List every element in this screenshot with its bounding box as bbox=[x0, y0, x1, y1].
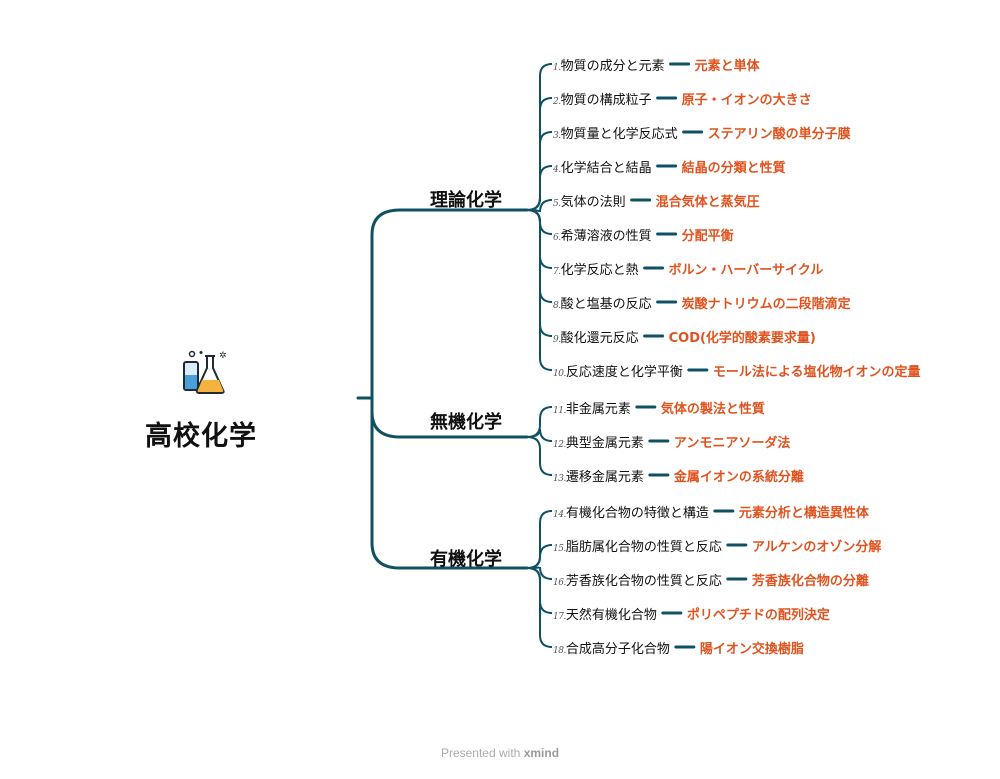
topic-item[interactable]: 7.化学反応と熱 bbox=[553, 259, 639, 278]
footer: Presented with xmind bbox=[0, 746, 1000, 760]
topic-label: 気体の法則 bbox=[560, 195, 626, 210]
topic-item[interactable]: 4.化学結合と結晶 bbox=[553, 157, 652, 176]
topic-item[interactable]: 18.合成高分子化合物 bbox=[553, 638, 670, 657]
subtopic-detail[interactable]: 元素と単体 bbox=[694, 59, 760, 74]
topic-number: 8. bbox=[553, 301, 561, 311]
subtopic-detail[interactable]: アンモニアソーダ法 bbox=[673, 436, 791, 451]
topic-item[interactable]: 14.有機化合物の特徴と構造 bbox=[553, 502, 709, 521]
topic-number: 14. bbox=[553, 510, 566, 520]
branch-topic-2[interactable]: 無機化学 bbox=[430, 412, 502, 433]
subtopic-detail[interactable]: COD(化学的酸素要求量) bbox=[668, 331, 816, 346]
topic-number: 6. bbox=[553, 233, 561, 243]
topic-item[interactable]: 16.芳香族化合物の性質と反応 bbox=[553, 570, 722, 589]
root-topic-title[interactable]: 高校化学 bbox=[145, 421, 257, 452]
topic-number: 10. bbox=[553, 369, 566, 379]
branch-topic-1[interactable]: 理論化学 bbox=[430, 190, 502, 211]
footer-brand: xmind bbox=[523, 746, 560, 760]
topic-item[interactable]: 1.物質の成分と元素 bbox=[553, 55, 665, 74]
topic-label: 化学反応と熱 bbox=[560, 263, 639, 278]
subtopic-detail[interactable]: 混合気体と蒸気圧 bbox=[655, 195, 760, 210]
topic-label: 物質の成分と元素 bbox=[560, 59, 665, 74]
subtopic-detail[interactable]: 気体の製法と性質 bbox=[660, 402, 765, 417]
topic-label: 物質量と化学反応式 bbox=[560, 127, 678, 142]
subtopic-detail[interactable]: 金属イオンの系統分離 bbox=[673, 470, 804, 485]
topic-item[interactable]: 15.脂肪属化合物の性質と反応 bbox=[553, 536, 722, 555]
topic-label: 反応速度と化学平衡 bbox=[565, 365, 683, 380]
topic-number: 15. bbox=[553, 544, 566, 554]
topic-number: 18. bbox=[553, 646, 566, 656]
subtopic-detail[interactable]: 元素分析と構造異性体 bbox=[738, 506, 869, 521]
subtopic-detail[interactable]: 芳香族化合物の分離 bbox=[751, 574, 869, 589]
topic-item[interactable]: 8.酸と塩基の反応 bbox=[553, 293, 652, 312]
flask-beaker-icon: ✲ bbox=[181, 350, 227, 400]
topic-connector bbox=[526, 436, 553, 476]
topic-label: 天然有機化合物 bbox=[565, 608, 657, 623]
topic-number: 1. bbox=[553, 63, 561, 73]
topic-connector bbox=[526, 209, 553, 371]
topic-label: 物質の構成粒子 bbox=[560, 93, 652, 108]
svg-text:✲: ✲ bbox=[219, 351, 227, 361]
topic-item[interactable]: 5.気体の法則 bbox=[553, 191, 626, 210]
topic-connector bbox=[526, 566, 553, 580]
topic-item[interactable]: 3.物質量と化学反応式 bbox=[553, 123, 678, 142]
topic-number: 9. bbox=[553, 335, 561, 345]
topic-number: 11. bbox=[553, 406, 566, 416]
subtopic-detail[interactable]: 炭酸ナトリウムの二段階滴定 bbox=[681, 297, 851, 312]
topic-label: 有機化合物の特徴と構造 bbox=[565, 506, 709, 521]
topic-number: 16. bbox=[553, 578, 566, 588]
topic-label: 化学結合と結晶 bbox=[560, 161, 652, 176]
topic-item[interactable]: 9.酸化還元反応 bbox=[553, 327, 639, 346]
topic-number: 4. bbox=[553, 165, 561, 175]
branch-topic-3[interactable]: 有機化学 bbox=[430, 549, 502, 570]
topic-number: 13. bbox=[553, 474, 566, 484]
subtopic-detail[interactable]: モール法による塩化物イオンの定量 bbox=[712, 365, 921, 380]
topic-label: 非金属元素 bbox=[565, 402, 631, 417]
subtopic-detail[interactable]: アルケンのオゾン分解 bbox=[751, 540, 882, 555]
branch-connector bbox=[370, 208, 529, 400]
topic-label: 遷移金属元素 bbox=[565, 470, 644, 485]
topic-number: 12. bbox=[553, 440, 566, 450]
topic-item[interactable]: 10.反応速度と化学平衡 bbox=[553, 361, 683, 380]
topic-item[interactable]: 11.非金属元素 bbox=[553, 398, 631, 417]
topic-label: 芳香族化合物の性質と反応 bbox=[565, 574, 722, 589]
topic-label: 酸化還元反応 bbox=[560, 331, 639, 346]
subtopic-detail[interactable]: 結晶の分類と性質 bbox=[681, 161, 786, 176]
subtopic-detail[interactable]: ボルン・ハーバーサイクル bbox=[668, 263, 824, 278]
branch-connector bbox=[370, 396, 529, 570]
topic-connector bbox=[526, 165, 553, 211]
topic-label: 脂肪属化合物の性質と反応 bbox=[565, 540, 722, 555]
topic-label: 合成高分子化合物 bbox=[565, 642, 670, 657]
topic-number: 7. bbox=[553, 267, 561, 277]
subtopic-detail[interactable]: 原子・イオンの大きさ bbox=[681, 93, 812, 108]
subtopic-detail[interactable]: ステアリン酸の単分子膜 bbox=[707, 127, 851, 142]
topic-number: 3. bbox=[553, 131, 561, 141]
topic-label: 酸と塩基の反応 bbox=[560, 297, 652, 312]
topic-number: 2. bbox=[553, 97, 561, 107]
topic-item[interactable]: 12.典型金属元素 bbox=[553, 432, 644, 451]
topic-connector bbox=[526, 428, 553, 442]
subtopic-detail[interactable]: ポリペプチドの配列決定 bbox=[686, 608, 830, 623]
subtopic-detail[interactable]: 陽イオン交換樹脂 bbox=[699, 642, 804, 657]
topic-item[interactable]: 13.遷移金属元素 bbox=[553, 466, 644, 485]
subtopic-detail[interactable]: 分配平衡 bbox=[681, 229, 734, 244]
footer-prefix: Presented with bbox=[440, 746, 521, 760]
topic-item[interactable]: 2.物質の構成粒子 bbox=[553, 89, 652, 108]
topic-number: 5. bbox=[553, 199, 561, 209]
topic-label: 希薄溶液の性質 bbox=[560, 229, 652, 244]
topic-item[interactable]: 17.天然有機化合物 bbox=[553, 604, 657, 623]
topic-label: 典型金属元素 bbox=[565, 436, 644, 451]
topic-connector bbox=[526, 567, 553, 648]
topic-number: 17. bbox=[553, 612, 566, 622]
topic-item[interactable]: 6.希薄溶液の性質 bbox=[553, 225, 652, 244]
topic-connector bbox=[526, 544, 553, 569]
